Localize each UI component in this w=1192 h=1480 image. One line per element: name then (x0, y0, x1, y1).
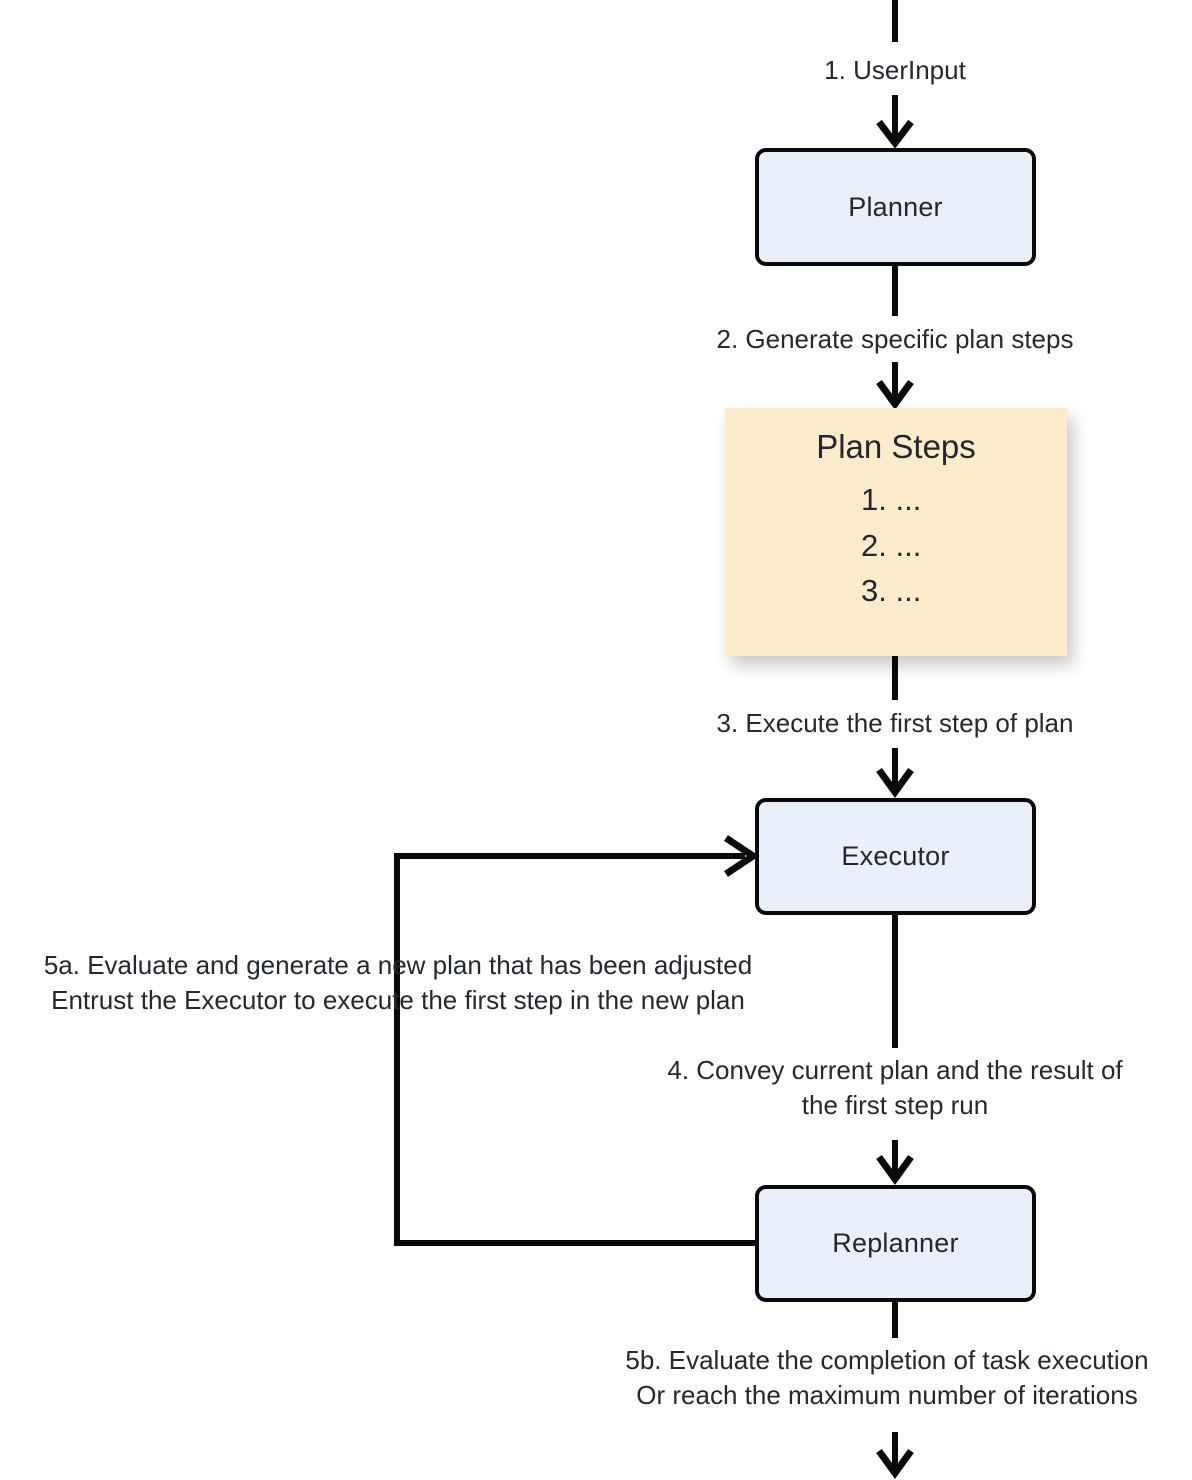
wire-replan-feedback-loop (394, 853, 755, 1246)
arrowhead-planner-in (876, 119, 914, 149)
plan-step-item: 3. ... (861, 573, 922, 609)
edge-label-finish-condition: 5b. Evaluate the completion of task exec… (625, 1345, 1149, 1410)
plan-step-item: 1. ... (861, 481, 922, 517)
node-executor[interactable]: Executor (755, 798, 1036, 915)
node-replanner[interactable]: Replanner (755, 1185, 1036, 1302)
edge-label-generate-plan: 2. Generate specific plan steps (716, 324, 1074, 354)
node-planner-label: Planner (848, 191, 943, 222)
node-executor-label: Executor (841, 841, 950, 871)
node-planner[interactable]: Planner (755, 148, 1036, 266)
arrowhead-replanner-in (876, 1154, 914, 1185)
edge-label-convey-result: 4. Convey current plan and the result of… (667, 1055, 1123, 1120)
arrowhead-executor-loop-in (724, 835, 760, 877)
note-plan-steps-list: 1. ... 2. ... 3. ... (725, 477, 1067, 615)
node-replanner-label: Replanner (832, 1228, 959, 1258)
plan-step-item: 2. ... (861, 527, 922, 563)
edge-label-replan-loop: 5a. Evaluate and generate a new plan tha… (43, 950, 753, 1015)
edge-label-user-input: 1. UserInput (824, 55, 966, 85)
note-plan-steps: Plan Steps 1. ... 2. ... 3. ... (725, 408, 1067, 656)
arrowhead-executor-in (876, 767, 914, 798)
arrowhead-exit (876, 1448, 914, 1479)
arrowhead-note-in (876, 379, 914, 410)
edge-label-execute-first-step: 3. Execute the first step of plan (716, 708, 1074, 738)
note-plan-steps-title: Plan Steps (816, 428, 976, 465)
